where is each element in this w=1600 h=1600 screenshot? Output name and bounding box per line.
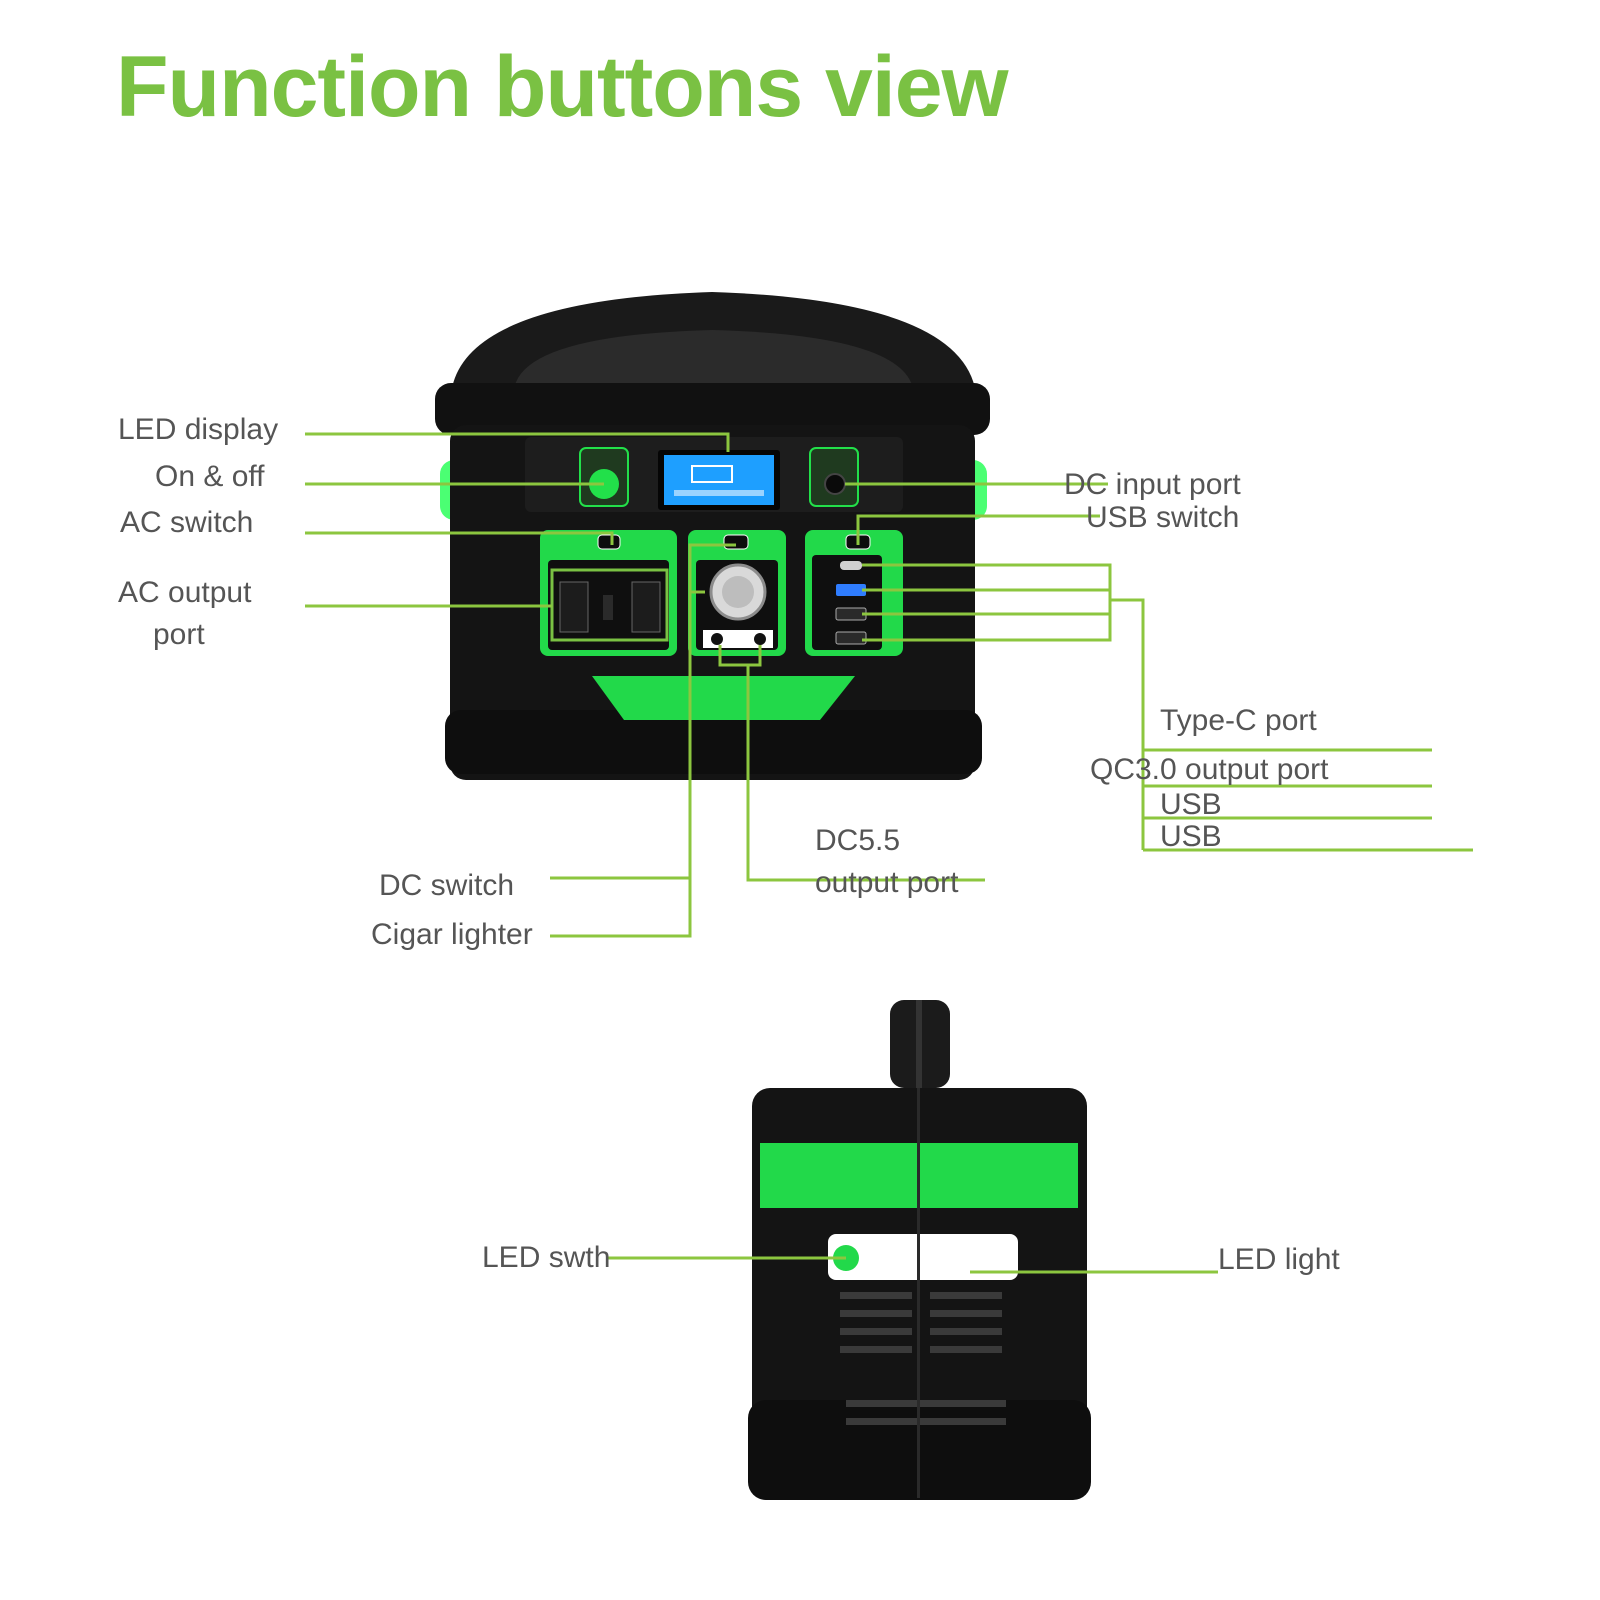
usb-port-2 [835,631,867,645]
lcd-screen [664,455,774,505]
dc-input-jack [824,473,846,495]
leader-usb-switch [856,514,1100,545]
ac-outlet-left [559,581,589,633]
usb-port-1 [835,607,867,621]
leader-usb-group [1110,598,1145,850]
dc55-port-left [711,633,723,645]
label-dc55-line1: DC5.5 [815,824,901,857]
page-title: Function buttons view [116,39,1008,135]
label-led-display: LED display [118,413,279,446]
label-ac-switch: AC switch [120,506,254,539]
leader-lines [305,432,1473,1274]
label-usb-1: USB [1160,788,1222,821]
label-qc30-output-port: QC3.0 output port [1090,753,1329,786]
label-on-off: On & off [155,460,265,493]
label-ac-output-line2: port [153,618,205,651]
label-dc-switch: DC switch [379,869,515,902]
ac-outlet-right [631,581,661,633]
front-device [435,292,990,780]
label-ac-output-line1: AC output [118,576,252,609]
label-led-light: LED light [1218,1243,1340,1276]
label-led-switch: LED swth [482,1241,611,1274]
side-device [748,1000,1091,1500]
qc30-port [836,584,866,596]
led-light-panel [828,1234,1018,1280]
bottom-accent [592,676,855,720]
leader-usb-bracket [862,563,1112,642]
type-c-port [840,561,862,570]
label-usb-2: USB [1160,820,1222,853]
label-type-c-port: Type-C port [1160,704,1317,737]
label-usb-switch: USB switch [1086,501,1240,534]
label-dc-input-port: DC input port [1064,468,1241,501]
dc-switch [723,534,749,550]
top-cap [435,383,990,435]
leader-led-display [305,432,730,452]
label-dc55-line2: output port [815,866,959,899]
dc55-port-right [754,633,766,645]
leader-ac-switch [305,531,614,545]
ac-switch [597,534,621,550]
label-cigar-lighter: Cigar lighter [371,918,533,951]
leader-dc-switch [550,543,736,880]
